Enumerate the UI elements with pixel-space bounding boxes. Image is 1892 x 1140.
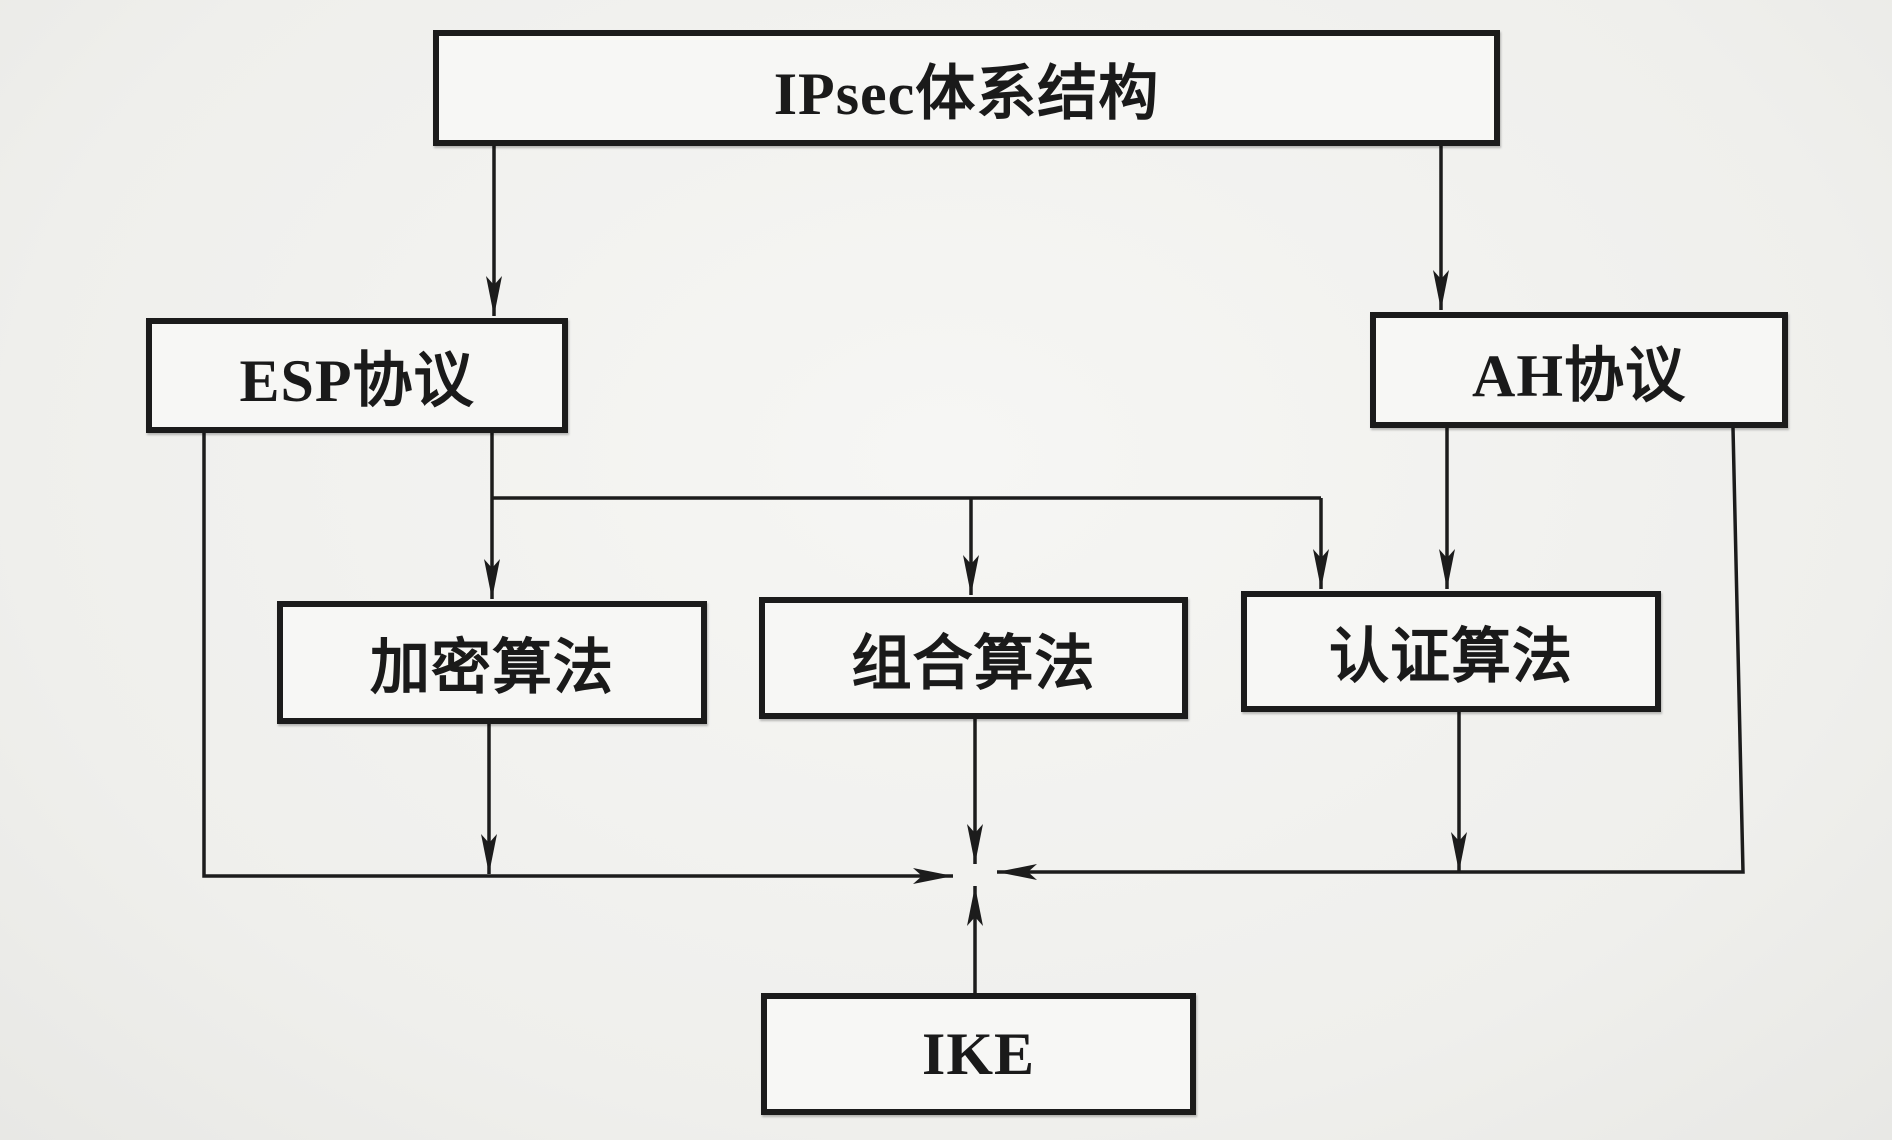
node-combination-algorithm-label: 组合算法 <box>851 630 1096 697</box>
edge-esp-to-ike-junction <box>202 433 953 884</box>
node-encryption-algorithm-label: 加密算法 <box>370 635 614 701</box>
edge-ah-to-ike-junction <box>997 427 1745 880</box>
node-authentication-algorithm-label: 认证算法 <box>1329 624 1573 690</box>
node-ike-label: IKE <box>921 1020 1036 1087</box>
node-esp-protocol: ESP协议 <box>146 318 568 433</box>
node-ipsec-architecture-label: IPsec体系结构 <box>773 60 1160 127</box>
node-esp-protocol-label: ESP协议 <box>239 348 475 414</box>
node-ah-protocol: AH协议 <box>1370 312 1788 428</box>
node-ipsec-architecture: IPsec体系结构 <box>433 30 1500 146</box>
node-ike: IKE <box>761 993 1196 1115</box>
node-combination-algorithm: 组合算法 <box>759 597 1188 719</box>
node-ah-protocol-label: AH协议 <box>1472 342 1686 409</box>
node-authentication-algorithm: 认证算法 <box>1241 591 1661 712</box>
node-encryption-algorithm: 加密算法 <box>277 601 707 724</box>
